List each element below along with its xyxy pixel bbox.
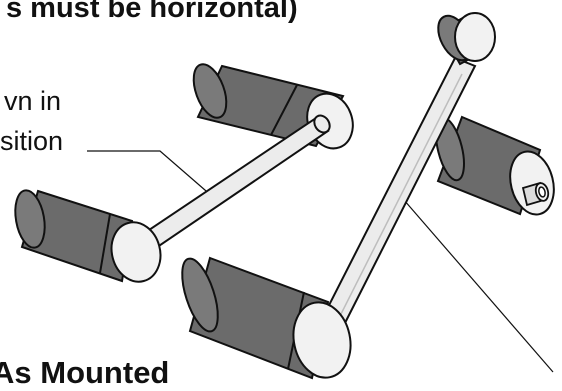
right-shaft xyxy=(323,56,477,325)
right-bottom-roller xyxy=(181,256,352,380)
axle-stub xyxy=(521,181,550,207)
right-top-roller xyxy=(437,12,496,66)
roller-assembly-diagram xyxy=(14,12,555,380)
leader-line-right xyxy=(403,199,554,373)
top-heading: s must be horizontal) xyxy=(6,0,298,24)
position-label-line1: vn in xyxy=(4,86,62,116)
right-rear-roller xyxy=(435,115,555,216)
left-upper-roller xyxy=(192,63,354,150)
left-lower-roller xyxy=(14,189,162,283)
position-label-line2: sition xyxy=(0,126,64,156)
leader-line-left xyxy=(87,150,214,198)
left-shaft xyxy=(138,114,331,252)
